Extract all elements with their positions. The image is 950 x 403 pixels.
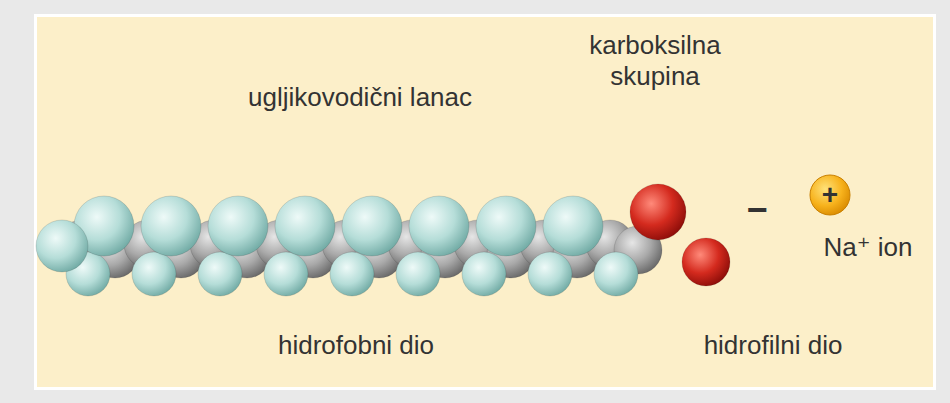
- atom-sphere: [132, 252, 176, 296]
- atom-sphere: [275, 196, 335, 256]
- atom-sphere: [198, 252, 242, 296]
- atom-sphere: [594, 252, 638, 296]
- atom-sphere: [476, 196, 536, 256]
- atom-sphere: [264, 252, 308, 296]
- atom-sphere: [630, 184, 686, 240]
- charge-sign: +: [809, 174, 851, 216]
- atom-sphere: [141, 196, 201, 256]
- atom-sphere: [462, 252, 506, 296]
- atom-sphere: [528, 252, 572, 296]
- part-label: hidrofilni dio: [653, 330, 893, 361]
- atom-sphere: [36, 220, 88, 272]
- sodium-ion: +: [809, 174, 851, 216]
- atom-sphere: [330, 252, 374, 296]
- ion-circle-shape: [810, 175, 850, 215]
- chain-label: ugljikovodični lanac: [170, 82, 550, 113]
- atom-sphere: [396, 252, 440, 296]
- ion-label: Na⁺ ion: [813, 232, 923, 263]
- atom-sphere: [543, 196, 603, 256]
- atom-sphere: [682, 238, 730, 286]
- atom-sphere: [208, 196, 268, 256]
- part-label: hidrofobni dio: [206, 330, 506, 361]
- charge-sign: −: [737, 188, 777, 231]
- atom-sphere: [409, 196, 469, 256]
- group-label: karboksilna skupina: [560, 30, 750, 92]
- atom-sphere: [342, 196, 402, 256]
